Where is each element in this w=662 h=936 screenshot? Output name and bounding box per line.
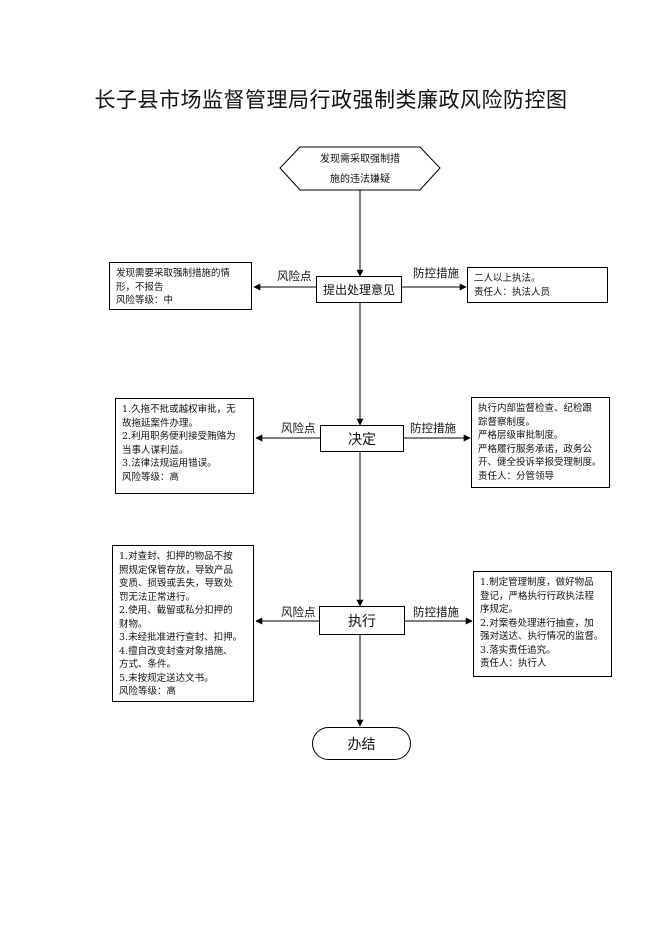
risk-box-step1: 发现需要采取强制措施的情 形，不报告 风险等级：中 (109, 262, 252, 310)
control-box-step3: 1.制定管理制度，做好物品 登记，严格执行行政执法程 序规定。 2.对案卷处理进… (473, 571, 612, 677)
control-line: 踪督察制度。 (478, 416, 536, 428)
risk-line: 罚无法正常进行。 (119, 591, 196, 603)
step-execute: 执行 (319, 606, 405, 635)
control-line: 2.对案卷处理进行抽查，加 (480, 617, 594, 629)
control-box-step1: 二人以上执法。 责任人：执法人员 (467, 267, 608, 303)
control-line: 登记，严格执行行政执法程 (480, 590, 595, 602)
risk-point-label: 风险点 (281, 605, 316, 619)
risk-line: 风险等级：高 (119, 686, 177, 697)
control-line: 责任人：分管领导 (478, 470, 555, 482)
start-line: 施的违法嫌疑 (330, 174, 390, 185)
control-measure-label: 防控措施 (410, 421, 456, 435)
step-decision: 决定 (320, 425, 404, 452)
control-line: 严格履行服务承诺，政务公 (478, 443, 593, 455)
step-propose-opinion: 提出处理意见 (316, 276, 402, 303)
risk-line: 财物。 (119, 618, 148, 630)
risk-line: 3.法律法规运用错误。 (122, 458, 217, 469)
end-node: 办结 (312, 727, 411, 760)
risk-line: 1.久拖不批或越权审批，无 (122, 404, 236, 415)
risk-line: 2.利用职务便利接受贿赂为 (122, 431, 236, 442)
control-line: 严格层级审批制度。 (478, 430, 564, 441)
risk-line: 方式、条件。 (119, 659, 177, 670)
risk-line: 3.未经批准进行查封、扣押。 (119, 632, 243, 643)
start-node: 发现需采取强制措 施的违法嫌疑 (300, 150, 420, 190)
risk-line: 变质、损毁或丢失，导致处 (119, 578, 234, 589)
risk-point-label: 风险点 (277, 269, 312, 283)
control-line: 强对送达、执行情况的监督。 (480, 631, 604, 642)
control-line: 责任人：执法人员 (474, 286, 551, 298)
risk-line: 照规定保管存放，导致产品 (119, 564, 234, 576)
control-line: 序规定。 (480, 604, 519, 615)
risk-line: 故拖延案件办理。 (122, 417, 199, 429)
risk-line: 4.擅自改变封查对象措施、 (119, 645, 233, 657)
control-box-step2: 执行内部监督检查、纪检跟 踪督察制度。 严格层级审批制度。 严格履行服务承诺，政… (471, 397, 610, 488)
risk-line: 5.未按规定送达文书。 (119, 672, 214, 684)
control-measure-label: 防控措施 (413, 266, 459, 280)
risk-point-label: 风险点 (281, 421, 316, 435)
control-line: 责任人：执行人 (480, 658, 547, 669)
page-title: 长子县市场监督管理局行政强制类廉政风险防控图 (94, 88, 568, 112)
start-hexagon (279, 146, 441, 191)
control-line: 1.制定管理制度，做好物品 (480, 577, 594, 588)
start-line: 发现需采取强制措 (320, 154, 400, 165)
control-line: 3.落实责任追究。 (480, 644, 556, 656)
control-line: 二人以上执法。 (474, 273, 541, 284)
control-line: 开、健全投诉举报受理制度。 (478, 457, 602, 468)
control-line: 执行内部监督检查、纪检跟 (478, 403, 593, 414)
control-measure-label: 防控措施 (413, 605, 459, 619)
risk-line: 1.对查封、扣押的物品不按 (119, 551, 233, 562)
risk-box-step3: 1.对查封、扣押的物品不按 照规定保管存放，导致产品 变质、损毁或丢失，导致处 … (112, 545, 254, 702)
risk-line: 当事人谋利益。 (122, 444, 189, 456)
risk-line: 形，不报告 (116, 281, 164, 293)
risk-line: 风险等级：中 (116, 295, 174, 306)
risk-box-step2: 1.久拖不批或越权审批，无 故拖延案件办理。 2.利用职务便利接受贿赂为 当事人… (115, 398, 254, 494)
risk-line: 2.使用、截留或私分扣押的 (119, 605, 233, 616)
risk-line: 发现需要采取强制措施的情 (116, 268, 231, 279)
risk-line: 风险等级：高 (122, 471, 180, 483)
